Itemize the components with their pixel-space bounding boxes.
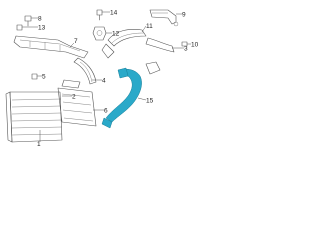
callout-6: 6 — [104, 108, 108, 115]
bolt-part — [16, 24, 23, 31]
outlet-hose-highlighted — [101, 67, 142, 129]
bolt-part — [31, 73, 38, 80]
upper-pipe — [149, 9, 179, 27]
callout-9: 9 — [182, 12, 186, 19]
parts-diagram: 8 13 7 14 12 11 9 10 3 4 5 2 6 1 15 — [5, 9, 199, 147]
callout-11: 11 — [146, 23, 153, 30]
callout-3: 3 — [184, 46, 188, 53]
callout-8: 8 — [38, 16, 42, 23]
leader-lines — [22, 11, 191, 142]
intercooler-shroud — [57, 79, 97, 127]
intake-pipe — [101, 29, 147, 59]
callout-13: 13 — [38, 25, 46, 32]
callout-14: 14 — [110, 10, 118, 17]
callout-10: 10 — [191, 42, 199, 49]
hose-3 — [145, 37, 175, 53]
air-duct-4 — [73, 57, 97, 85]
pipe-clamp — [145, 61, 161, 75]
callout-5: 5 — [42, 74, 46, 81]
callout-1: 1 — [37, 141, 41, 147]
bolt-part — [24, 15, 32, 27]
callout-12: 12 — [112, 31, 120, 38]
callout-2: 2 — [72, 94, 76, 101]
intercooler-core — [5, 91, 63, 143]
air-deflector-bracket — [13, 35, 89, 59]
callout-7: 7 — [74, 38, 78, 45]
bolt-part — [96, 9, 103, 21]
callout-4: 4 — [102, 78, 106, 85]
connector-part — [92, 26, 107, 41]
callout-15: 15 — [146, 98, 154, 105]
